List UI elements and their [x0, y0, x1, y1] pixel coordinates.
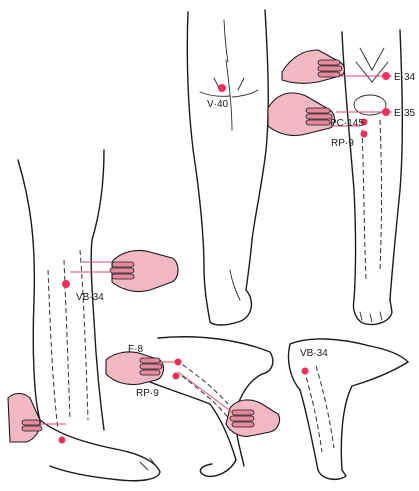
- leg-back-view: [187, 10, 268, 325]
- label-vb34-right: VB·34: [300, 348, 328, 359]
- point-ankle: [59, 437, 66, 444]
- hand-lower-right: [268, 93, 335, 136]
- label-rp9-bottom: RP·9: [136, 388, 159, 399]
- point-f8: [175, 359, 182, 366]
- label-rp9-top: RP·9: [331, 138, 354, 149]
- point-rp9-top: [361, 131, 368, 138]
- label-f8: F·8: [128, 344, 143, 355]
- knee-bent-right-view: [288, 339, 408, 479]
- point-vb34-right: [302, 368, 309, 375]
- label-e35: E·35: [394, 108, 416, 119]
- hand-bent-right: [226, 400, 280, 436]
- hand-upper-right: [282, 50, 345, 83]
- label-e34: E·34: [394, 72, 416, 83]
- label-pc145: PC·145: [330, 118, 364, 129]
- point-e34: [382, 72, 390, 80]
- label-v40: V·40: [207, 99, 229, 110]
- hand-bent-left: [106, 352, 163, 385]
- hand-middle-left: [110, 250, 178, 291]
- point-v40: [218, 84, 226, 92]
- label-vb34-left: VB·34: [76, 292, 104, 303]
- point-vb34-left: [62, 280, 70, 288]
- point-e35: [382, 108, 390, 116]
- point-rp9-bottom: [173, 373, 180, 380]
